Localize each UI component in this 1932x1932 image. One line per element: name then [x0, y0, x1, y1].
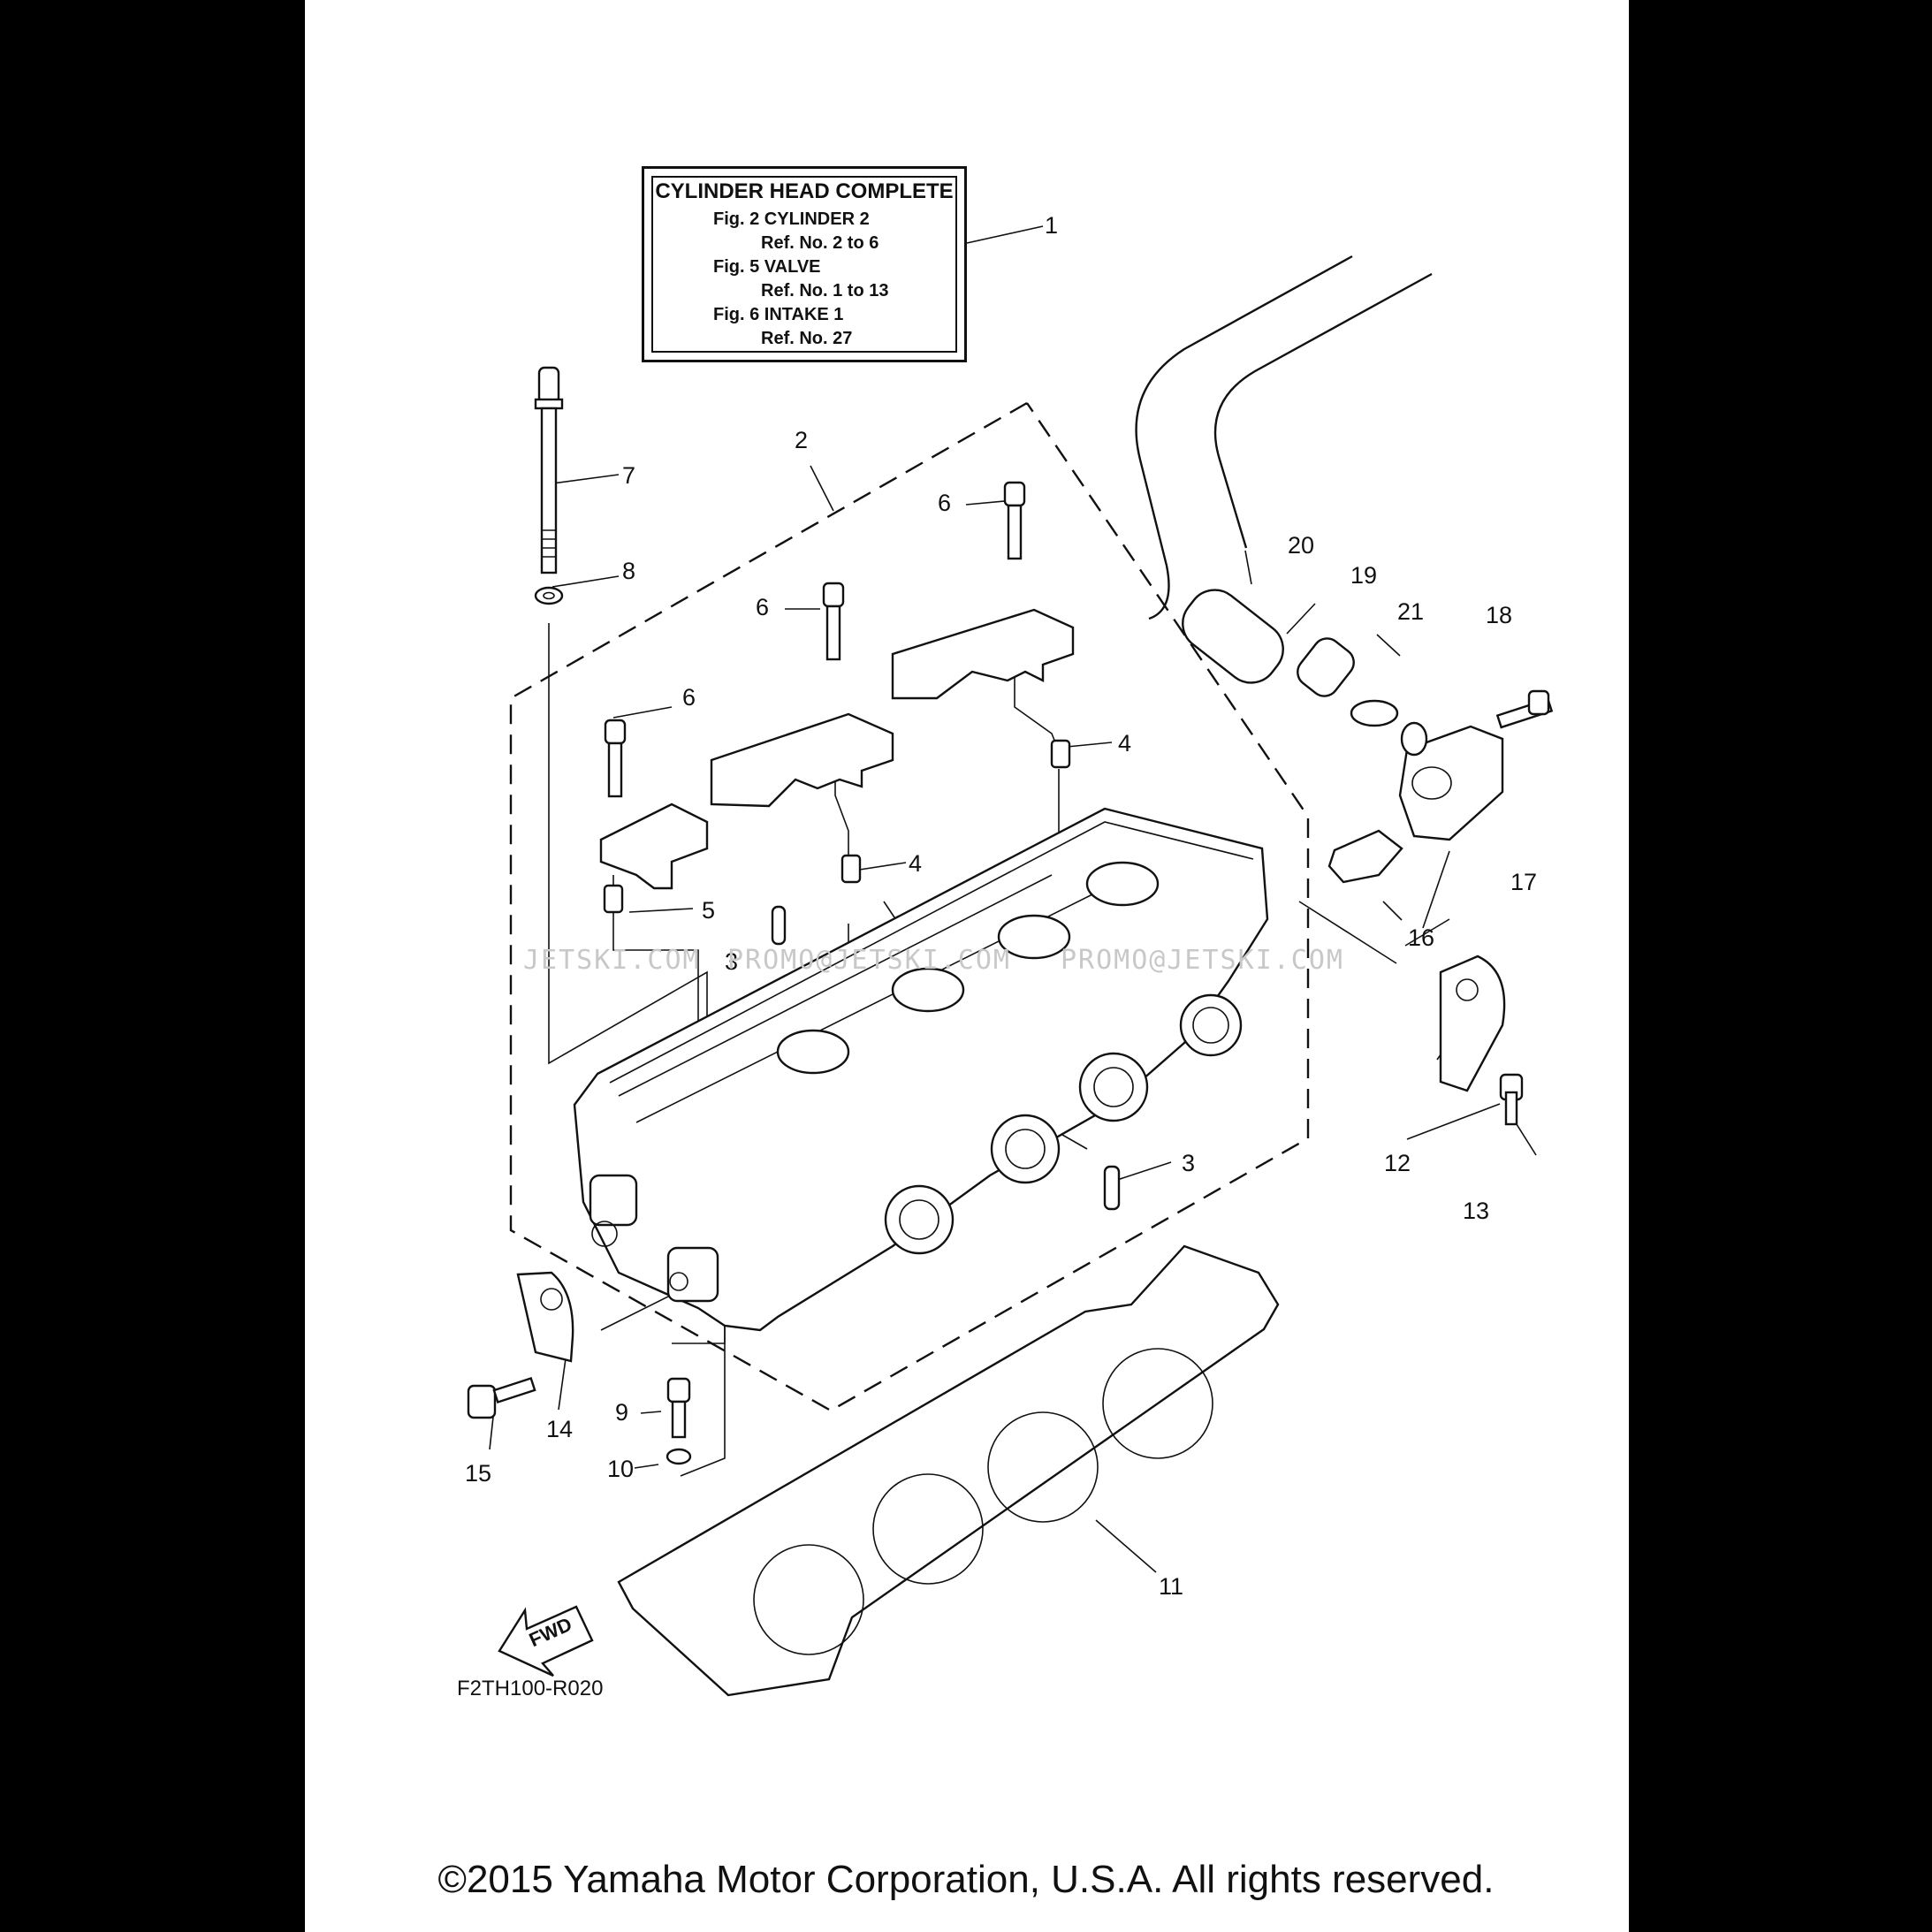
callout-2: 2: [795, 427, 809, 453]
callout-4: 4: [909, 850, 923, 877]
callout-14: 14: [546, 1416, 574, 1442]
label-line: Fig. 2 CYLINDER 2: [713, 209, 870, 229]
thermostat-housing: [1398, 721, 1504, 841]
camshaft-cap-bolts: [604, 481, 1026, 798]
cylinder-head: [573, 807, 1269, 1332]
forward-arrow: [498, 1605, 594, 1677]
callout-6: 6: [756, 594, 770, 620]
watermark-text: JETSKI.COM: [523, 945, 701, 976]
callout-13: 13: [1463, 1198, 1490, 1224]
stud-bolt: [666, 1377, 692, 1465]
cylinder-head-bolt: [534, 366, 564, 605]
callout-3: 3: [725, 948, 739, 975]
callout-6: 6: [682, 684, 696, 711]
watermark-text: PROMO@JETSKI.COM: [727, 945, 1011, 976]
label-line: Fig. 6 INTAKE 1: [713, 305, 844, 324]
callout-15: 15: [465, 1460, 492, 1487]
callout-16: 16: [1408, 924, 1435, 951]
callout-1: 1: [1045, 212, 1059, 239]
assembly-label-box: CYLINDER HEAD COMPLETE Fig. 2 CYLINDER 2…: [642, 166, 967, 362]
callout-19: 19: [1350, 562, 1378, 589]
callout-6: 6: [938, 490, 952, 516]
callout-4: 4: [1118, 730, 1132, 757]
dowel-pins: [603, 739, 1071, 914]
callout-8: 8: [622, 558, 636, 584]
callout-9: 9: [615, 1399, 629, 1426]
bypass-hose: [1135, 255, 1433, 697]
label-box-title: CYLINDER HEAD COMPLETE: [655, 179, 954, 203]
callout-21: 21: [1397, 598, 1425, 625]
callout-17: 17: [1510, 869, 1538, 895]
callout-18: 18: [1486, 602, 1513, 628]
label-line: Ref. No. 1 to 13: [761, 281, 889, 300]
figure-code: F2TH100-R020: [457, 1677, 604, 1700]
callout-5: 5: [702, 897, 716, 924]
cylinder-head-gasket: [617, 1244, 1280, 1697]
watermark-text: PROMO@JETSKI.COM: [1061, 945, 1344, 976]
label-line: Ref. No. 27: [761, 329, 853, 348]
camshaft-caps: [599, 608, 1075, 890]
callout-10: 10: [607, 1456, 635, 1482]
callout-7: 7: [622, 462, 636, 489]
label-line: Ref. No. 2 to 6: [761, 233, 879, 253]
callout-3: 3: [1182, 1150, 1196, 1176]
temperature-sensor: [1327, 829, 1403, 884]
callout-20: 20: [1288, 532, 1315, 559]
housing-bolt: [1495, 689, 1554, 729]
engine-bracket-front: [467, 1271, 574, 1419]
callout-12: 12: [1384, 1150, 1411, 1176]
engine-bracket-rear: [1439, 955, 1524, 1126]
hose-clamp: [1350, 699, 1399, 727]
label-line: Fig. 5 VALVE: [713, 257, 821, 277]
callout-11: 11: [1159, 1573, 1184, 1600]
copyright-notice: ©2015 Yamaha Motor Corporation, U.S.A. A…: [437, 1858, 1495, 1901]
